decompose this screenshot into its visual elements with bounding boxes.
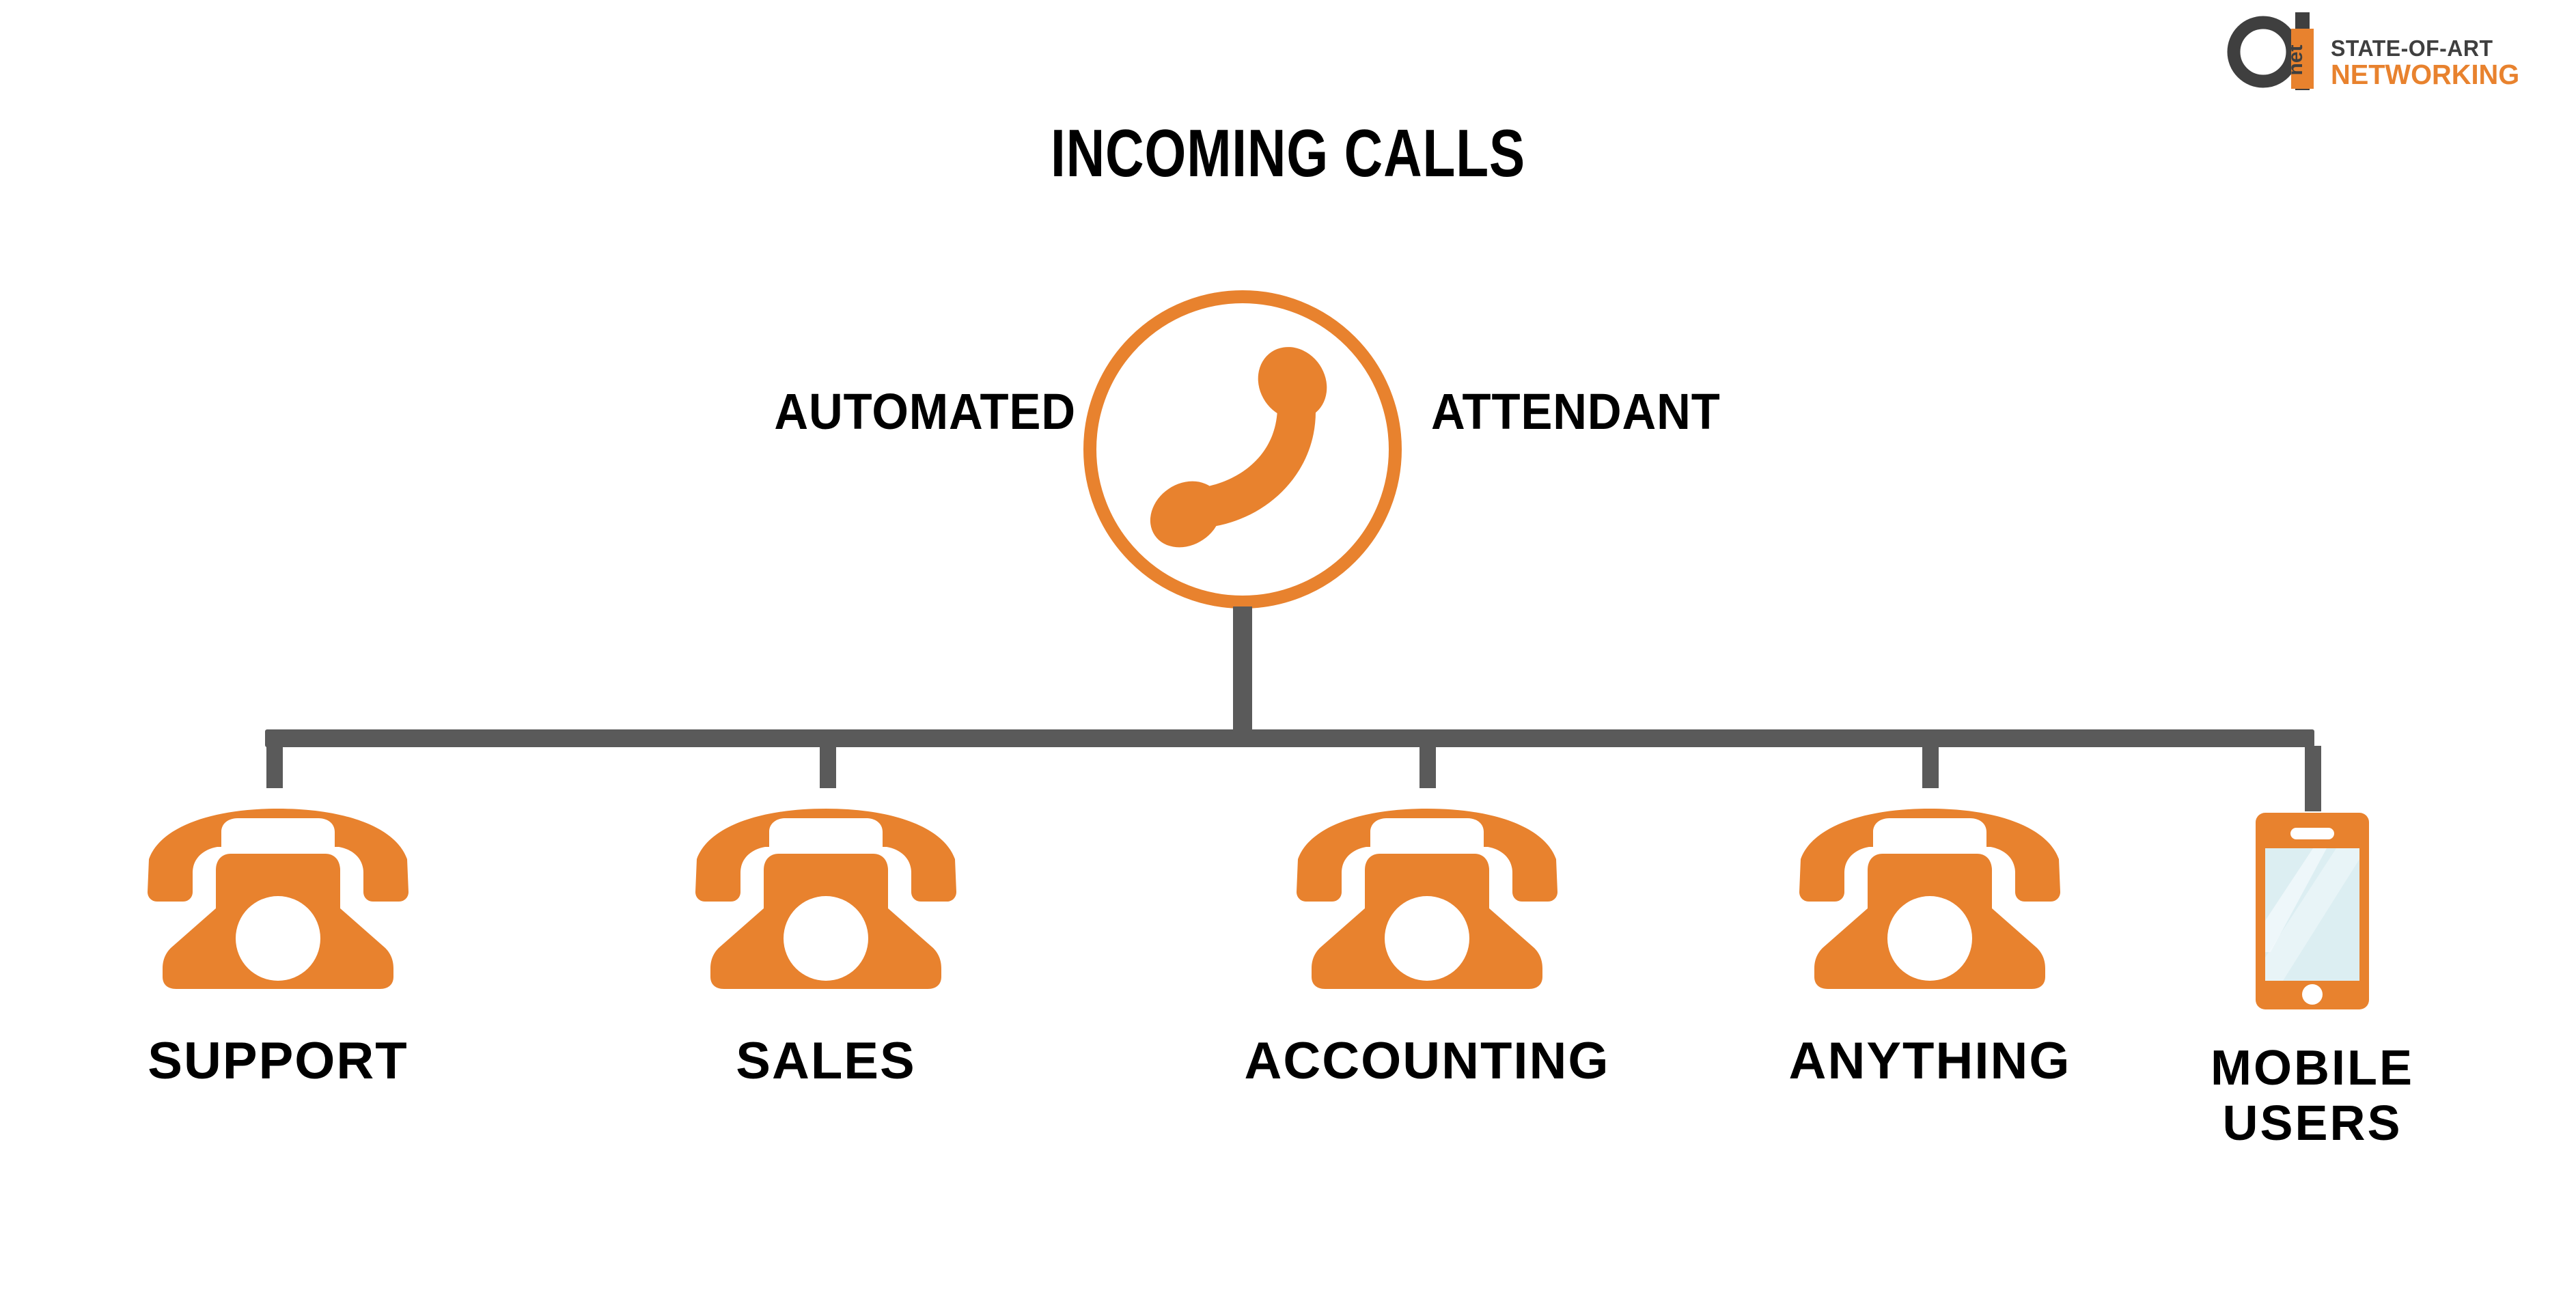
automated-attendant-node (1083, 290, 1402, 609)
desk-phone-icon (148, 809, 408, 989)
logo-wordmark: STATE-OF-ART NETWORKING (2331, 37, 2563, 90)
branch-mobile-users[interactable]: MOBILE USERS (2200, 811, 2425, 1151)
brand-logo: net STATE-OF-ART NETWORKING (2226, 10, 2567, 90)
branch-label-support: SUPPORT (148, 1032, 408, 1090)
desk-phone-icon (1297, 809, 1557, 989)
branch-support[interactable]: SUPPORT (145, 806, 411, 1087)
branch-icon-wrap (2200, 811, 2425, 1011)
logo-tagline-top: STATE-OF-ART (2331, 36, 2493, 61)
attendant-label-left: AUTOMATED (774, 383, 1076, 440)
attendant-label-right: ATTENDANT (1431, 383, 1721, 440)
branch-accounting[interactable]: ACCOUNTING (1244, 806, 1609, 1087)
branch-anything[interactable]: ANYTHING (1789, 806, 2069, 1087)
phone-handset-icon (1150, 347, 1327, 548)
branch-icon-wrap (1294, 806, 1560, 990)
logo-a-net-mark: net (2227, 12, 2314, 90)
mobile-phone-icon (2256, 813, 2369, 1009)
branch-label-anything: ANYTHING (1788, 1032, 2071, 1090)
branch-icon-wrap (693, 806, 959, 990)
page-title: INCOMING CALLS (1051, 115, 1525, 191)
connector-stem (1233, 606, 1252, 731)
connector-drop-support (266, 746, 283, 788)
branch-label-accounting: ACCOUNTING (1244, 1032, 1610, 1090)
connector-drop-anything (1922, 746, 1939, 788)
desk-phone-icon (1799, 809, 2060, 989)
branch-label-sales: SALES (736, 1032, 916, 1090)
logo-tagline-bottom: NETWORKING (2331, 59, 2520, 90)
branch-label-mobile-users: MOBILE USERS (2200, 1041, 2425, 1151)
branch-sales[interactable]: SALES (693, 806, 959, 1087)
branch-label-mobile-line1: MOBILE (2211, 1041, 2414, 1095)
desk-phone-icon (695, 809, 956, 989)
connector-drop-mobile (2305, 746, 2321, 811)
svg-text:net: net (2284, 44, 2307, 75)
connector-horizontal-bar (265, 729, 2314, 747)
branch-label-mobile-line2: USERS (2222, 1095, 2402, 1151)
branch-icon-wrap (1797, 806, 2063, 990)
branch-icon-wrap (145, 806, 411, 990)
connector-drop-accounting (1419, 746, 1436, 788)
connector-drop-sales (820, 746, 836, 788)
